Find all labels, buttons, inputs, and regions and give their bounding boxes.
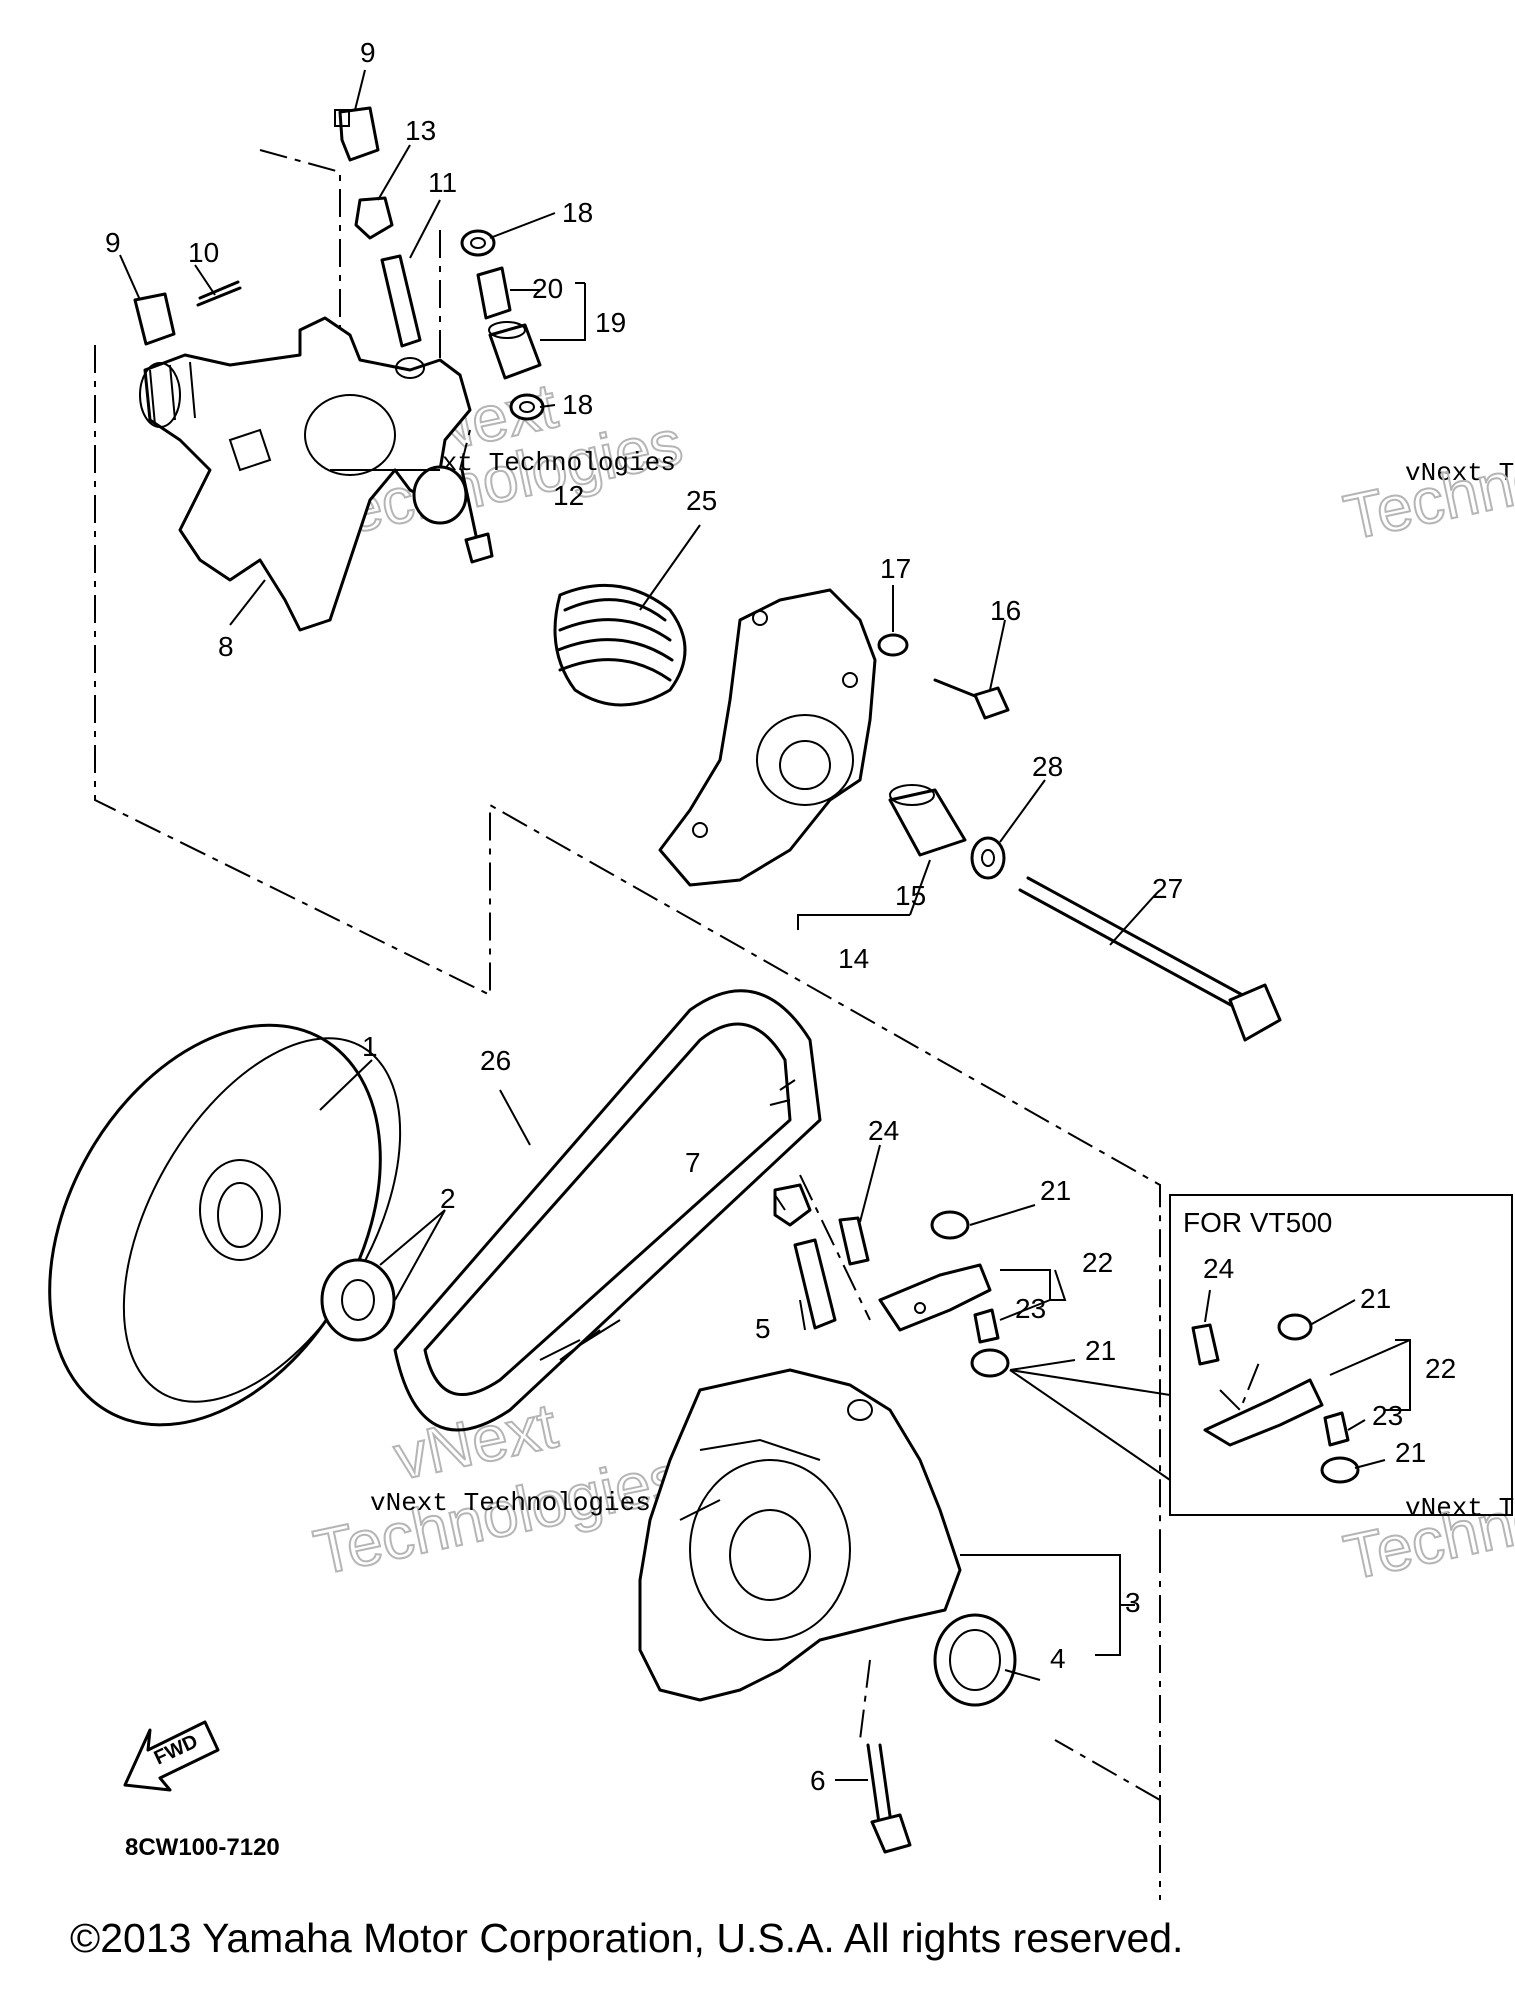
part-19-roller xyxy=(488,321,542,380)
callout-9-left: 9 xyxy=(105,227,121,258)
callout-15: 15 xyxy=(895,880,926,911)
callout-8: 8 xyxy=(218,631,234,662)
watermark-big-6: Technologies xyxy=(1338,1446,1515,1594)
callout-11: 11 xyxy=(428,167,457,198)
callout-5: 5 xyxy=(755,1313,771,1344)
part-11-pin xyxy=(380,254,422,348)
part-18-washer-bottom xyxy=(509,393,545,421)
callout-4: 4 xyxy=(1050,1643,1066,1674)
part-7-nut xyxy=(773,1183,812,1227)
callout-2: 2 xyxy=(440,1183,456,1214)
inset-title: FOR VT500 xyxy=(1183,1207,1332,1238)
callout-13: 13 xyxy=(405,115,436,146)
part-13-nut xyxy=(354,196,394,240)
callout-26: 26 xyxy=(480,1045,511,1076)
callout-7: 7 xyxy=(685,1147,701,1178)
callout-1: 1 xyxy=(362,1031,378,1062)
part-4-bushing xyxy=(933,1613,1017,1707)
part-16-bolt xyxy=(933,678,1010,720)
watermark-small-3: vNext Technologies xyxy=(370,1488,651,1518)
part-6-bolt xyxy=(866,1743,912,1854)
inset-vt500: FOR VT500 xyxy=(1169,1194,1513,1516)
part-5-pin xyxy=(793,1238,837,1330)
callout-12: 12 xyxy=(553,480,584,511)
inset-callout-22: 22 xyxy=(1425,1353,1456,1384)
exploded-parts-diagram: vNext Technologies vNext Technologies vN… xyxy=(48,37,1515,1900)
part-28-washer xyxy=(970,836,1006,880)
part-9-clip-top xyxy=(334,106,380,162)
callouts: 9 13 11 9 10 18 20 19 18 12 8 25 17 16 2… xyxy=(105,37,1456,1796)
part-27-bolt xyxy=(1018,876,1282,1042)
part-14-cover xyxy=(658,588,877,887)
callout-22: 22 xyxy=(1082,1247,1113,1278)
callout-6: 6 xyxy=(810,1765,826,1796)
callout-10: 10 xyxy=(188,237,219,268)
callout-14: 14 xyxy=(838,943,869,974)
watermark-small-2: vNext Technologies xyxy=(1405,458,1515,488)
watermark-small-4: vNext Technologies xyxy=(1405,1493,1515,1523)
callout-19: 19 xyxy=(595,307,626,338)
part-18-washer-top xyxy=(460,229,496,257)
callout-3: 3 xyxy=(1125,1587,1141,1618)
callout-25: 25 xyxy=(686,485,717,516)
part-15-bushing xyxy=(888,784,967,857)
part-10-pin xyxy=(196,280,242,307)
callout-24: 24 xyxy=(868,1115,899,1146)
part-12-bolt xyxy=(460,468,494,564)
part-1-sheave xyxy=(48,1023,402,1427)
callout-9-top: 9 xyxy=(360,37,376,68)
callout-21-lower: 21 xyxy=(1085,1335,1116,1366)
part-25-spring xyxy=(553,583,687,707)
part-21-collar-upper xyxy=(930,1210,970,1240)
part-26-belt xyxy=(393,989,822,1432)
inset-callout-24: 24 xyxy=(1203,1253,1234,1284)
callout-18-bottom: 18 xyxy=(562,389,593,420)
part-17-washer xyxy=(877,633,909,657)
callout-20: 20 xyxy=(532,273,563,304)
part-8-spider xyxy=(139,316,472,632)
part-3-housing xyxy=(638,1368,962,1702)
leader-lines xyxy=(119,69,1411,1781)
watermark-big-3: Technologies xyxy=(1338,406,1515,554)
part-9-clip-left xyxy=(133,292,176,346)
drawing-code: 8CW100-7120 xyxy=(125,1834,280,1861)
callout-23: 23 xyxy=(1015,1293,1046,1324)
copyright-notice: ©2013 Yamaha Motor Corporation, U.S.A. A… xyxy=(70,1915,1184,1961)
callout-28: 28 xyxy=(1032,751,1063,782)
part-21-collar-lower xyxy=(970,1348,1010,1378)
inset-callout-21-lower: 21 xyxy=(1395,1437,1426,1468)
part-22-arm xyxy=(878,1263,992,1332)
part-24-pin xyxy=(838,1216,870,1266)
part-2-bushing xyxy=(320,1258,396,1342)
callout-16: 16 xyxy=(990,595,1021,626)
inset-callout-23: 23 xyxy=(1372,1400,1403,1431)
callout-18-top: 18 xyxy=(562,197,593,228)
fwd-arrow: FWD xyxy=(123,1720,220,1792)
part-20-collar xyxy=(476,266,512,320)
callout-17: 17 xyxy=(880,553,911,584)
callout-27: 27 xyxy=(1152,873,1183,904)
watermark: vNext Technologies vNext Technologies vN… xyxy=(307,368,1515,1594)
part-23-collar xyxy=(973,1308,1000,1344)
callout-21-upper: 21 xyxy=(1040,1175,1071,1206)
inset-callout-21-upper: 21 xyxy=(1360,1283,1391,1314)
